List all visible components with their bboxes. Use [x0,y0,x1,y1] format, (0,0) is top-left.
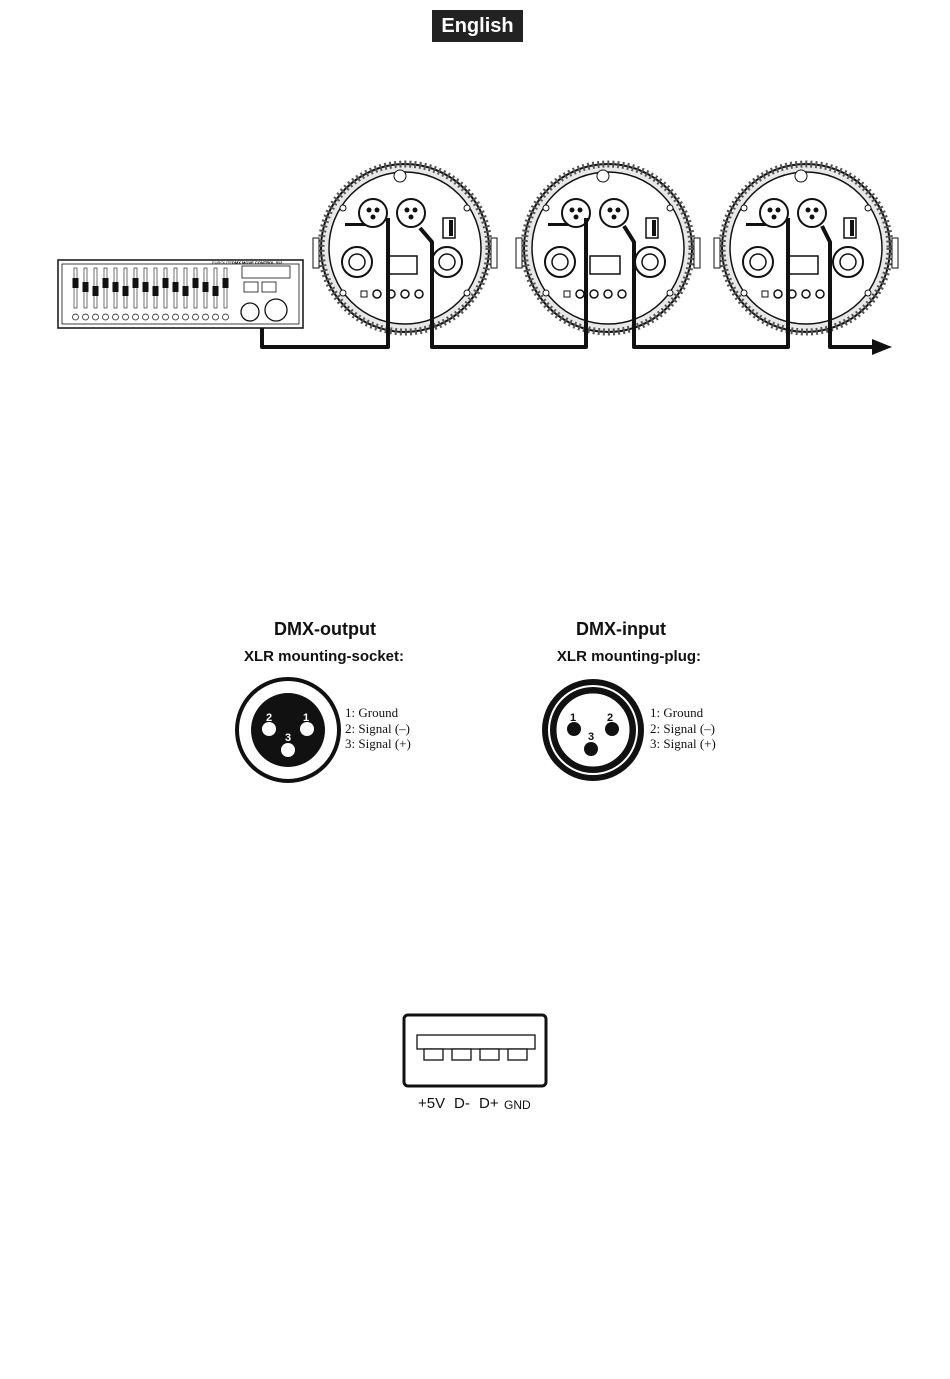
controller-flash-button [73,314,79,320]
controller-flash-button [183,314,189,320]
pin-description: 3: Signal (+) [345,736,411,752]
usb-pin-dminus [452,1049,471,1060]
usb-pin-dplus [480,1049,499,1060]
dmx-input-title: DMX-input [511,619,731,640]
plug-pin-number: 1 [570,712,576,724]
usb-pin-gnd [508,1049,527,1060]
controller-flash-button [203,314,209,320]
socket-pin-3 [281,743,295,757]
controller-flash-button [123,314,129,320]
dmx-chain-diagram: EUROLITE DMX MOVE CONTROL 512 [0,150,950,380]
language-badge: English [432,10,523,42]
pin-description: 2: Signal (–) [650,721,716,737]
controller-fader-knob [213,286,219,296]
dmx-input-subtitle: XLR mounting-plug: [499,648,759,665]
plug-pin-3 [584,742,598,756]
plug-pin-1 [567,722,581,736]
controller-fader-knob [83,282,89,292]
controller-flash-button [173,314,179,320]
usb-label-vcc: +5V [418,1095,445,1112]
dmx-output-title: DMX-output [215,619,435,640]
socket-pin-number: 1 [303,712,309,724]
fixture-1 [313,164,497,332]
controller-flash-button [93,314,99,320]
socket-pin-number: 3 [285,732,291,744]
xlr-plug-diagram: 1 2 3 [538,677,648,783]
usb-pin-vcc [424,1049,443,1060]
usb-label-gnd: GND [504,1098,531,1112]
controller-flash-button [133,314,139,320]
signal-arrow-icon [872,339,892,355]
dmx-controller: EUROLITE DMX MOVE CONTROL 512 [58,260,303,328]
pin-description: 1: Ground [345,705,411,721]
socket-pin-number: 2 [266,712,272,724]
dmx-output-subtitle: XLR mounting-socket: [194,648,454,665]
plug-pin-number: 2 [607,712,613,724]
controller-fader-knob [223,278,229,288]
controller-flash-button [193,314,199,320]
controller-flash-button [83,314,89,320]
pin-description: 1: Ground [650,705,716,721]
usb-label-dplus: D+ [479,1095,499,1112]
controller-fader-knob [103,278,109,288]
controller-flash-button [113,314,119,320]
controller-fader-knob [183,286,189,296]
dmx-input-pin-list: 1: Ground 2: Signal (–) 3: Signal (+) [650,705,716,752]
controller-fader-knob [93,286,99,296]
controller-flash-button [163,314,169,320]
controller-fader-knob [153,286,159,296]
controller-fader-knob [203,282,209,292]
plug-pin-number: 3 [588,731,594,743]
controller-fader-knob [73,278,79,288]
controller-model-label: DMX MOVE CONTROL 512 [232,260,283,265]
controller-flash-button [223,314,229,320]
controller-fader-knob [143,282,149,292]
usb-port-diagram [395,1008,555,1093]
controller-flash-button [213,314,219,320]
xlr-socket-diagram: 2 1 3 [233,677,343,783]
fixture-3 [714,164,898,332]
controller-flash-button [143,314,149,320]
dmx-output-pin-list: 1: Ground 2: Signal (–) 3: Signal (+) [345,705,411,752]
controller-fader-knob [193,278,199,288]
controller-fader-knob [133,278,139,288]
controller-fader-knob [123,286,129,296]
plug-pin-2 [605,722,619,736]
usb-label-dminus: D- [454,1095,470,1112]
controller-flash-button [153,314,159,320]
socket-pin-2 [262,722,276,736]
pin-description: 2: Signal (–) [345,721,411,737]
controller-flash-button [103,314,109,320]
fixture-2 [516,164,700,332]
controller-fader-knob [113,282,119,292]
socket-pin-1 [300,722,314,736]
controller-fader-knob [163,278,169,288]
controller-brand-label: EUROLITE [212,260,232,265]
pin-description: 3: Signal (+) [650,736,716,752]
controller-fader-knob [173,282,179,292]
